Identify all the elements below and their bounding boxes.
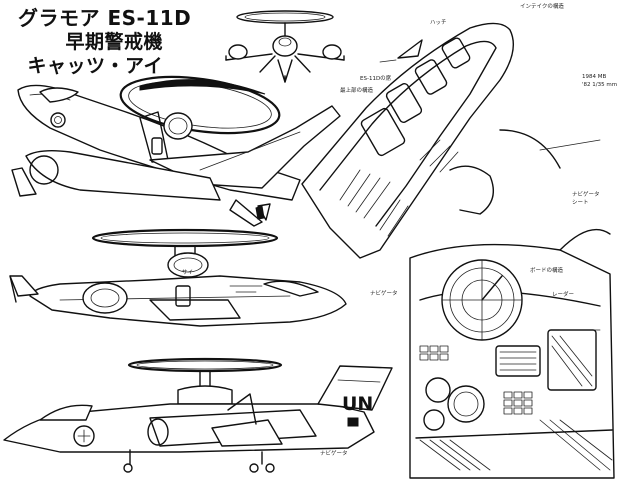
svg-text:シート: シート bbox=[572, 200, 589, 206]
canopy-cutaway-drawing: ES-11Dの席 最上部の構造 インテイクの構造 ハッチ 1984 MB '82… bbox=[301, 2, 617, 297]
side-view-drawing: サイ bbox=[9, 228, 347, 327]
svg-text:レーダー: レーダー bbox=[552, 290, 574, 298]
front-view-drawing bbox=[225, 10, 423, 83]
aircraft-role: 早期警戒機 bbox=[65, 31, 163, 53]
svg-text:ボードの構造: ボードの構造 bbox=[530, 266, 564, 274]
svg-text:'82 1/35 mm: '82 1/35 mm bbox=[582, 82, 617, 88]
aircraft-designation: グラモア ES-11D bbox=[18, 6, 192, 30]
perspective-view-drawing bbox=[11, 75, 341, 227]
svg-text:最上部の構造: 最上部の構造 bbox=[340, 86, 374, 94]
tail-code-marking: UN bbox=[342, 393, 373, 415]
title-block: グラモア ES-11D 早期警戒機 キャッツ・アイ bbox=[18, 6, 192, 77]
svg-text:1984 MB: 1984 MB bbox=[582, 74, 606, 80]
aircraft-nickname: キャッツ・アイ bbox=[27, 54, 163, 77]
svg-text:インテイクの構造: インテイクの構造 bbox=[520, 2, 564, 10]
svg-text:ナビゲータ: ナビゲータ bbox=[320, 449, 348, 457]
svg-text:ハッチ: ハッチ bbox=[430, 19, 447, 26]
svg-text:ナビゲータ: ナビゲータ bbox=[370, 289, 398, 297]
svg-text:サイ: サイ bbox=[182, 269, 193, 276]
lower-side-view-drawing: UN ナビゲータ bbox=[3, 357, 393, 473]
instrument-panel-drawing: ボードの構造 レーダー bbox=[409, 228, 615, 479]
svg-text:ナビゲータ: ナビゲータ bbox=[572, 190, 600, 198]
svg-text:ES-11Dの席: ES-11Dの席 bbox=[360, 74, 392, 82]
